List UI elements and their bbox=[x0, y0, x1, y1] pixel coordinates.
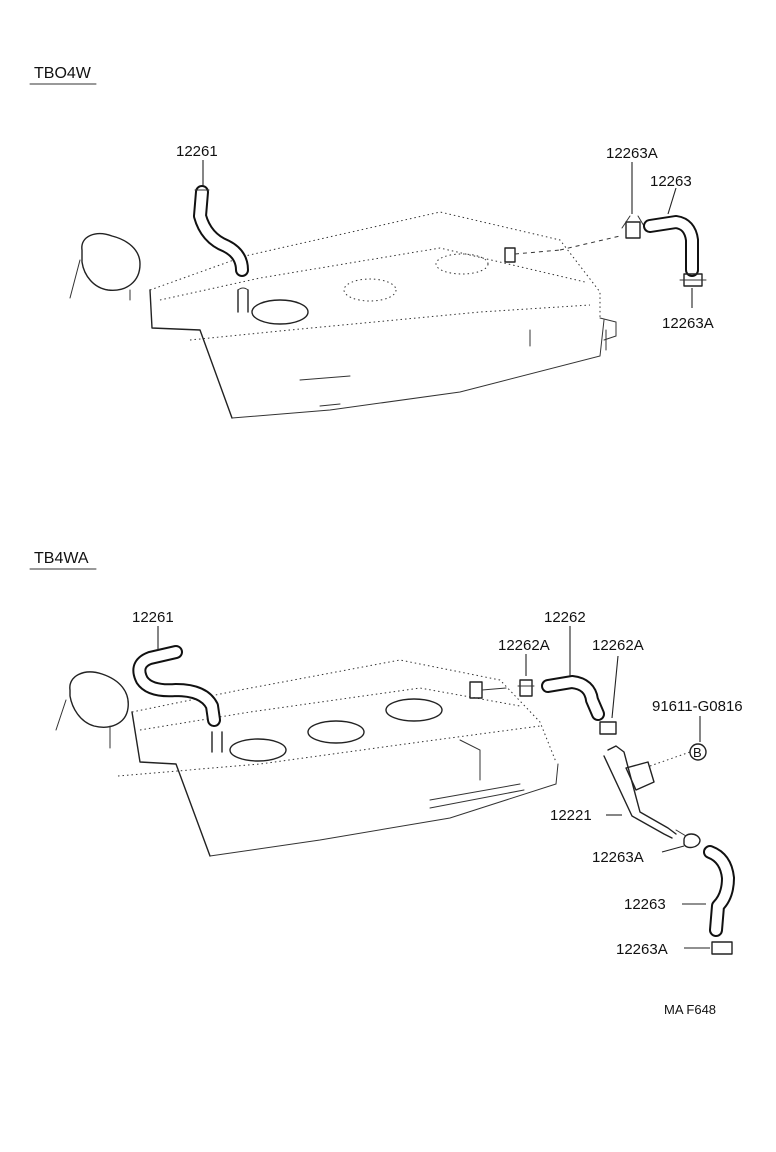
leader-12262A-right bbox=[611, 655, 619, 719]
label-12263A-lower-bottom: 12263A bbox=[616, 941, 668, 958]
label-12262A-left: 12262A bbox=[498, 637, 550, 654]
leader-12263A-upper-bottom bbox=[661, 845, 685, 853]
pipe-12221 bbox=[603, 745, 687, 839]
label-91611-G0816: 91611-G0816 bbox=[652, 698, 743, 715]
clamp-12263A-upper-top bbox=[559, 215, 645, 251]
figure-ref-code: MA F648 bbox=[664, 1002, 716, 1017]
hose-12263-bottom bbox=[703, 845, 735, 937]
label-12261-bottom: 12261 bbox=[132, 609, 174, 626]
label-12263A-lower-top: 12263A bbox=[662, 315, 714, 332]
section-title-bottom: TB4WA bbox=[34, 550, 89, 567]
clamp-12263A-upper-bottom bbox=[683, 833, 701, 849]
hose-12262 bbox=[541, 675, 605, 721]
section-title-top: TBO4W bbox=[34, 65, 92, 82]
label-12263-top: 12263 bbox=[650, 173, 692, 190]
clamp-12262A-right bbox=[599, 721, 617, 735]
leader-12263-top bbox=[667, 187, 677, 215]
section-top: TBO4W bbox=[29, 65, 714, 419]
section-bottom: TB4WA 12261 bbox=[29, 550, 743, 1017]
label-12262A-right: 12262A bbox=[592, 637, 644, 654]
engine-cover-top bbox=[69, 211, 617, 419]
label-12262: 12262 bbox=[544, 609, 586, 626]
clamp-12262A-left bbox=[517, 679, 535, 697]
hose-12261-bottom bbox=[132, 645, 221, 727]
bolt-91611-G0816: B bbox=[649, 716, 707, 767]
bolt-marker-letter: B bbox=[693, 745, 702, 760]
label-12263A-upper-bottom: 12263A bbox=[592, 849, 644, 866]
hose-12261-top bbox=[193, 185, 249, 277]
label-12261-top: 12261 bbox=[176, 143, 218, 160]
engine-cover-bottom bbox=[55, 659, 559, 857]
label-12221: 12221 bbox=[550, 807, 592, 824]
label-12263A-upper-top: 12263A bbox=[606, 145, 658, 162]
clamp-12263A-lower-top bbox=[679, 273, 707, 287]
label-12263-bottom: 12263 bbox=[624, 896, 666, 913]
hose-12263-top bbox=[643, 215, 699, 277]
clamp-12263A-lower-bottom bbox=[711, 941, 733, 955]
